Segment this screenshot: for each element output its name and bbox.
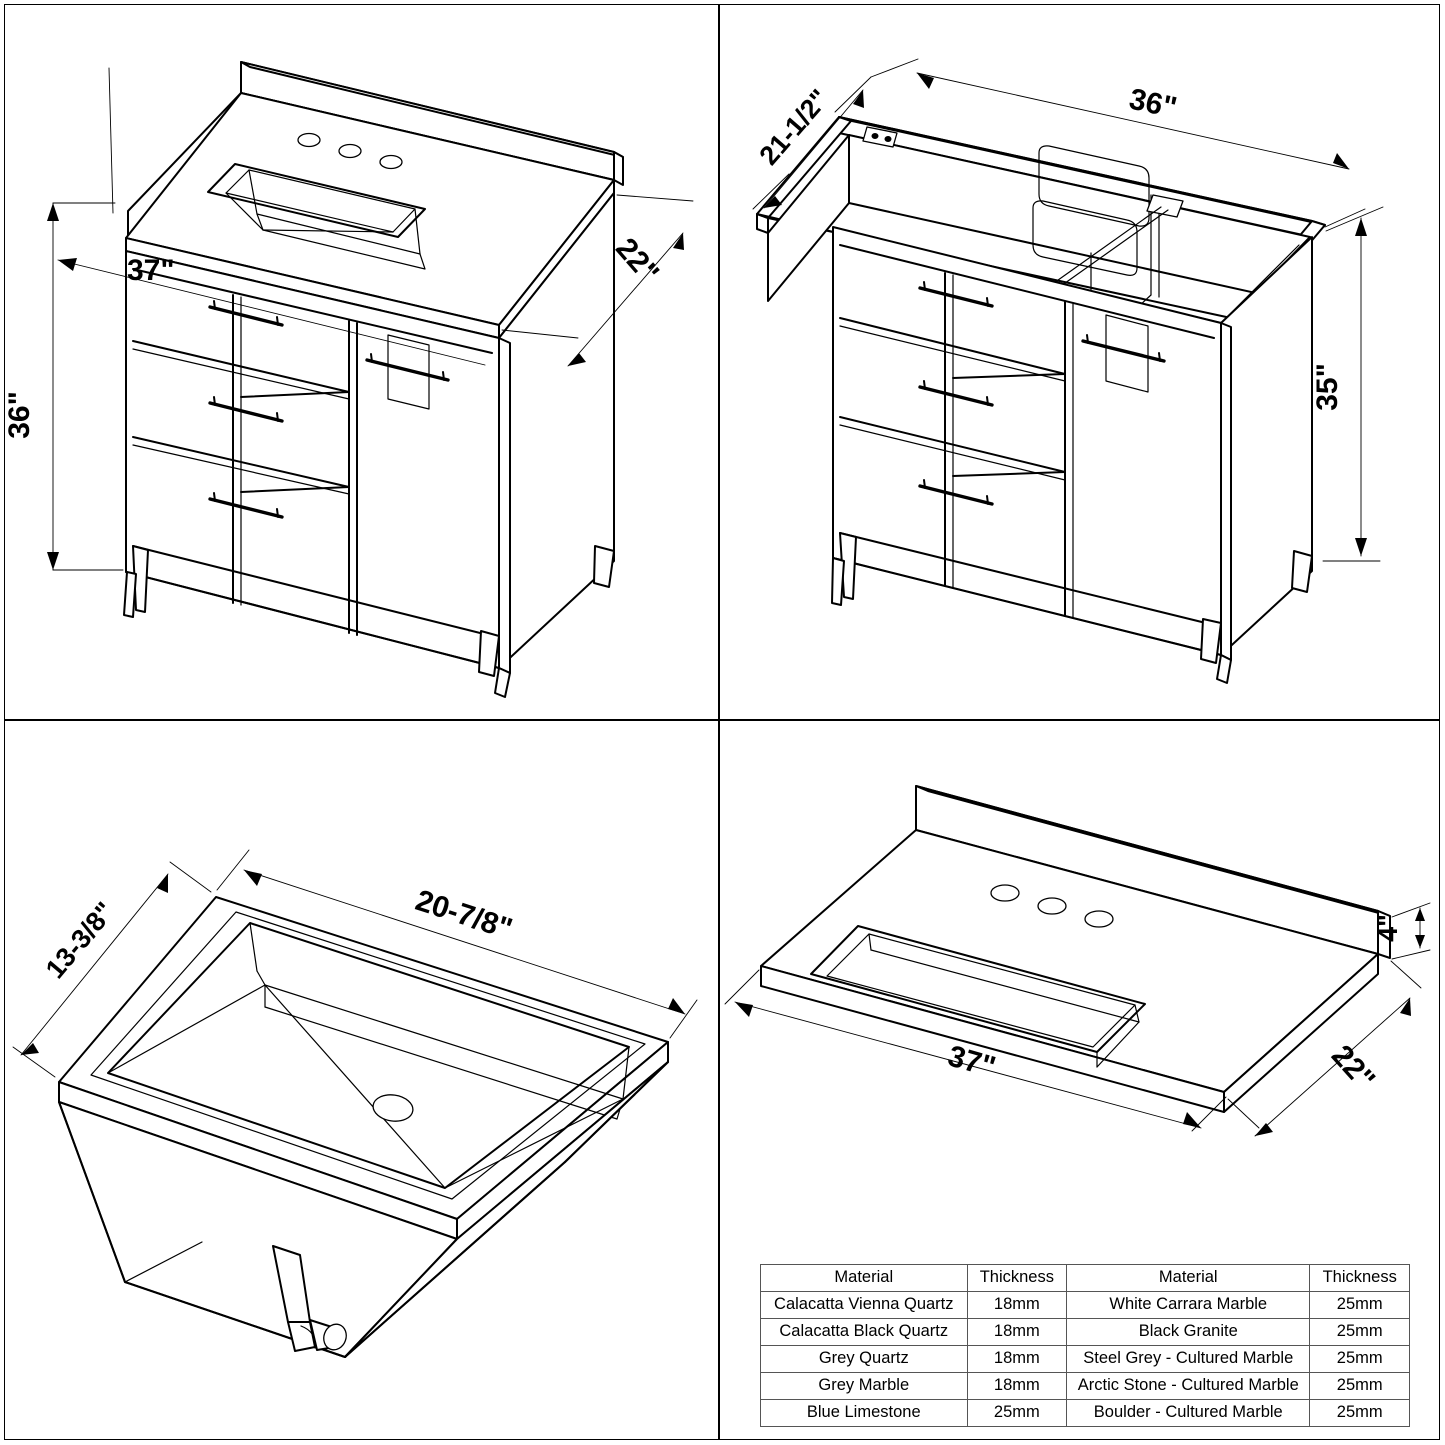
- dim-label-22-top: 22": [1325, 1039, 1381, 1096]
- cell-material: Boulder - Cultured Marble: [1066, 1399, 1311, 1427]
- view-cabinet-only: 21-1/2" 36" 35": [721, 5, 1439, 719]
- dim-label-36: 36": [5, 391, 36, 439]
- header-material-2: Material: [1066, 1264, 1311, 1292]
- cell-thickness: 25mm: [1309, 1345, 1410, 1373]
- cell-thickness: 25mm: [966, 1399, 1068, 1427]
- dim-label-35: 35": [1311, 363, 1344, 411]
- cell-thickness: 25mm: [1309, 1318, 1410, 1346]
- view-sink-basin: 13-3/8" 20-7/8": [5, 722, 718, 1439]
- material-thickness-table: Material Thickness Material Thickness Ca…: [760, 1264, 1410, 1427]
- cell-material: Grey Marble: [760, 1372, 968, 1400]
- quadrant-divider-vertical: [718, 5, 720, 1439]
- dim-label-22: 22": [609, 232, 665, 290]
- dim-36-height: 36": [5, 202, 124, 571]
- dim-4-backsplash: 4": [1373, 902, 1431, 960]
- table-header-row: Material Thickness Material Thickness: [760, 1264, 1410, 1292]
- cell-thickness: 25mm: [1309, 1291, 1410, 1319]
- cell-thickness: 18mm: [966, 1372, 1068, 1400]
- dim-35-height: 35": [1311, 206, 1384, 562]
- dim-label-21-1-2: 21-1/2": [754, 84, 835, 171]
- material-table-container: Material Thickness Material Thickness Ca…: [760, 1264, 1410, 1427]
- drawer-pull-group: [208, 300, 284, 519]
- view-vanity-with-top: 36" 37" 22": [5, 5, 718, 719]
- cell-material: Arctic Stone - Cultured Marble: [1066, 1372, 1311, 1400]
- table-row: Calacatta Vienna Quartz 18mm White Carra…: [760, 1291, 1410, 1319]
- table-row: Calacatta Black Quartz 18mm Black Granit…: [760, 1318, 1410, 1346]
- dim-label-37: 37": [127, 254, 175, 287]
- cell-thickness: 25mm: [1309, 1399, 1410, 1427]
- cell-material: Grey Quartz: [760, 1345, 968, 1373]
- dim-label-13-3-8: 13-3/8": [40, 896, 120, 984]
- view-countertop: 37" 22" 4": [721, 722, 1439, 1439]
- cell-material: White Carrara Marble: [1066, 1291, 1311, 1319]
- header-thickness-1: Thickness: [966, 1264, 1068, 1292]
- cell-thickness: 18mm: [966, 1345, 1068, 1373]
- cell-material: Calacatta Vienna Quartz: [760, 1291, 968, 1319]
- cell-material: Black Granite: [1066, 1318, 1311, 1346]
- header-thickness-2: Thickness: [1309, 1264, 1410, 1292]
- cell-material: Steel Grey - Cultured Marble: [1066, 1345, 1311, 1373]
- table-row: Grey Marble 18mm Arctic Stone - Cultured…: [760, 1372, 1410, 1400]
- cell-material: Calacatta Black Quartz: [760, 1318, 968, 1346]
- dim-label-4: 4": [1373, 914, 1403, 942]
- table-row: Blue Limestone 25mm Boulder - Cultured M…: [760, 1399, 1410, 1427]
- header-material-1: Material: [760, 1264, 968, 1292]
- dim-label-36-width: 36": [1126, 83, 1179, 125]
- cell-thickness: 18mm: [966, 1318, 1068, 1346]
- dim-37-width: 37": [57, 67, 486, 366]
- dim-label-20-7-8: 20-7/8": [412, 884, 517, 946]
- cell-thickness: 25mm: [1309, 1372, 1410, 1400]
- drawer-pull-group: [918, 281, 994, 506]
- cell-thickness: 18mm: [966, 1291, 1068, 1319]
- cell-material: Blue Limestone: [760, 1399, 968, 1427]
- quadrant-divider-horizontal: [5, 719, 1439, 721]
- table-row: Grey Quartz 18mm Steel Grey - Cultured M…: [760, 1345, 1410, 1373]
